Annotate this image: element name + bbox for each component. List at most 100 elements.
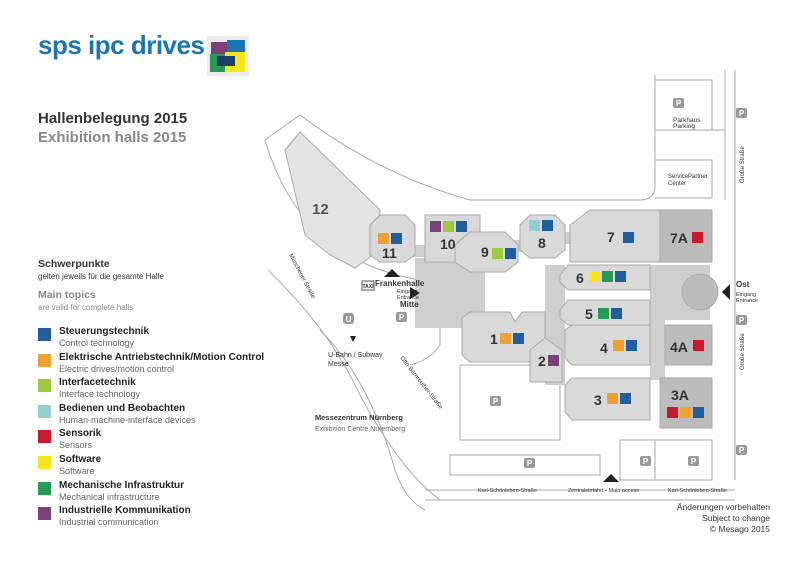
legend-label-de: Mechanische Infrastruktur — [59, 479, 185, 491]
hall-9-label: 9 — [481, 244, 489, 260]
messe-label: Messe — [328, 361, 349, 368]
topics-sub-de: gelten jeweils für die gesamte Halle — [38, 272, 164, 281]
service-label: ServicePartner — [668, 174, 708, 180]
topic-square — [548, 355, 559, 366]
mitte-eingang-label: Eingang — [397, 289, 417, 295]
hall-7-label: 7 — [607, 229, 615, 245]
legend-swatch — [38, 455, 51, 469]
topics-title-de: Schwerpunkte — [38, 258, 110, 270]
parking-icon: P — [399, 313, 405, 322]
legend-label-en: Interface technology — [59, 389, 141, 400]
topic-square — [492, 248, 503, 259]
frankenhalle-label: Frankenhalle — [375, 279, 425, 288]
legend-swatch — [38, 353, 51, 367]
legend-label-en: Human-machine-interface devices — [59, 414, 196, 425]
topic-square — [513, 333, 524, 344]
subway-icon: U — [346, 315, 352, 324]
parking-icon: P — [643, 457, 649, 466]
muenchener-strasse-label: Münchener Straße — [287, 253, 316, 300]
topic-square — [430, 221, 441, 232]
karl-strasse-label: Karl-Schönleben-Straße — [478, 488, 537, 494]
heading-de: Hallenbelegung 2015 — [38, 110, 188, 127]
footer-copyright: © Mesago 2015 — [709, 524, 770, 534]
entrance-arrow-icon — [350, 336, 356, 342]
topic-square — [626, 340, 637, 351]
ost-eingang-label: Eingang — [736, 292, 756, 298]
legend-swatch — [38, 481, 51, 495]
legend-label-de: Bedienen und Beobachten — [59, 402, 186, 414]
parking-icon: P — [676, 99, 682, 108]
parking-icon: P — [739, 446, 745, 455]
hall-2-label: 2 — [538, 353, 546, 369]
main-access-label: Zentraleinfahrt • Main access — [568, 488, 639, 494]
hall-10-label: 10 — [440, 236, 456, 252]
otto-strasse-label: Otto-Bärnreuther-Straße — [398, 356, 443, 411]
topic-square — [667, 407, 678, 418]
legend-swatch — [38, 507, 51, 521]
hall-3-label: 3 — [594, 392, 602, 408]
topic-square — [607, 393, 618, 404]
hall-8-label: 8 — [538, 235, 546, 251]
topic-square — [589, 271, 600, 282]
legend-label-en: Industrial communication — [59, 517, 159, 528]
messezentrum-label: Messezentrum Nürnberg — [315, 413, 403, 422]
legend-label-de: Sensorik — [59, 428, 102, 440]
topic-square — [693, 407, 704, 418]
event-logo-icon — [207, 36, 249, 76]
topic-square — [391, 233, 402, 244]
hall-12-label: 12 — [312, 201, 329, 218]
brand-title: sps ipc drives — [38, 30, 205, 60]
entrance-arrow-icon — [384, 269, 400, 277]
heading-en: Exhibition halls 2015 — [38, 129, 187, 146]
topic-square — [456, 221, 467, 232]
center-label: Center — [668, 181, 686, 187]
legend-label-de: Interfacetechnik — [59, 377, 136, 389]
legend-label-en: Sensors — [59, 440, 93, 451]
topic-square — [623, 232, 634, 243]
parking-icon: P — [691, 457, 697, 466]
parkhaus-label: Parkhaus — [673, 117, 701, 124]
mitte-label: Mitte — [400, 300, 419, 309]
mitte-entrance-label: Entrance — [397, 295, 419, 301]
legend-swatch — [38, 430, 51, 444]
legend-label-de: Software — [59, 453, 102, 465]
topic-square — [692, 232, 703, 243]
topic-square — [680, 407, 691, 418]
grosse-strasse-label: Große Straße — [740, 146, 746, 183]
entrance-arrow-icon — [603, 474, 619, 482]
ubahn-label: U-Bahn / Subway — [328, 352, 383, 359]
parking-icon: P — [739, 316, 745, 325]
topics-sub-en: are valid for complete halls — [38, 303, 134, 312]
legend-label-en: Electric drives/motion control — [59, 363, 175, 374]
parking-icon: P — [493, 397, 499, 406]
entrance-arrow-icon — [722, 284, 730, 300]
hall-1-label: 1 — [490, 331, 498, 347]
topics-title-en: Main topics — [38, 289, 96, 301]
hall-7a-label: 7A — [670, 230, 688, 246]
topic-square — [443, 221, 454, 232]
legend-swatch — [38, 404, 51, 418]
legend-label-de: Elektrische Antriebstechnik/Motion Contr… — [59, 351, 265, 363]
legend-swatch — [38, 328, 51, 341]
footer: Änderungen vorbehalten Subject to change… — [677, 502, 770, 535]
hall-5-label: 5 — [585, 306, 593, 322]
legend-label-en: Control technology — [59, 338, 135, 348]
karl-strasse-label: Karl-Schönleben-Straße — [668, 488, 727, 494]
topic-square — [529, 220, 540, 231]
footer-changes: Änderungen vorbehalten — [676, 502, 770, 512]
hall-3a-label: 3A — [671, 387, 689, 403]
taxi-icon: TAXI — [362, 284, 374, 290]
topic-square — [615, 271, 626, 282]
topic-square — [500, 333, 511, 344]
hall-6-label: 6 — [576, 270, 584, 286]
legend-label-de: Industrielle Kommunikation — [59, 505, 191, 517]
topic-square — [378, 233, 389, 244]
entrance-arrow-icon — [410, 287, 420, 299]
legend-swatch — [38, 379, 51, 393]
hall-4a-label: 4A — [670, 339, 688, 355]
legend-label-de: Steuerungstechnik — [59, 326, 150, 337]
footer-subject: Subject to change — [701, 513, 770, 523]
parking-icon: P — [527, 459, 533, 468]
